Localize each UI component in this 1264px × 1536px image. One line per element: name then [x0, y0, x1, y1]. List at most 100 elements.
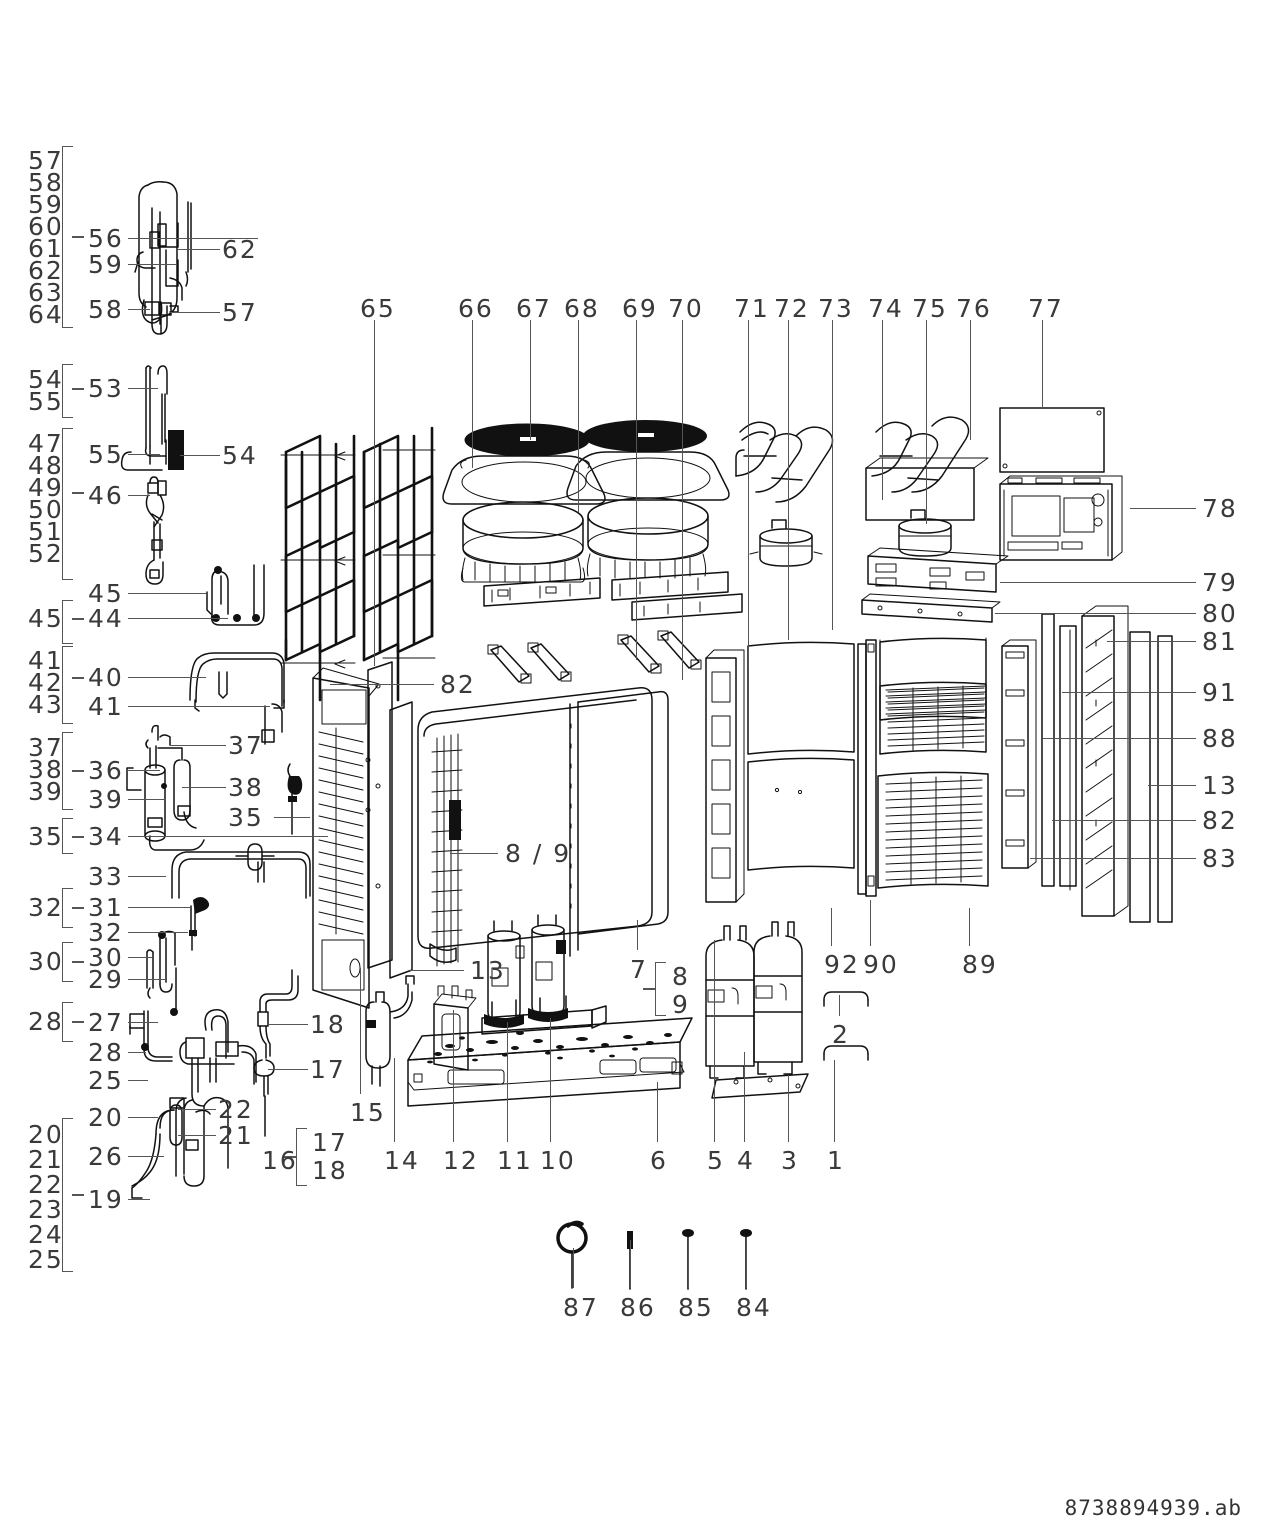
leader-10-bottom [550, 1018, 552, 1142]
bracket-number-35: 35 [28, 822, 64, 851]
leader-15-bottom [360, 968, 362, 1094]
leader-65-top [374, 320, 376, 666]
bracket-number-43: 43 [28, 690, 64, 719]
bracket-number-22: 22 [28, 1170, 64, 1199]
bracket-number-62: 62 [28, 256, 64, 285]
leader-89-bottom [969, 908, 971, 946]
bracket-b5 [62, 646, 73, 724]
bracket-number-21: 21 [28, 1145, 64, 1174]
leader-59 [128, 264, 176, 266]
leader-56 [128, 238, 258, 240]
callout-37: 37 [228, 731, 264, 760]
leader-37 [170, 745, 226, 747]
callout-5-bottom: 5 [707, 1146, 725, 1175]
leader-38 [182, 787, 226, 789]
part-72-motor [749, 519, 823, 567]
bracket-number-50: 50 [28, 495, 64, 524]
part-81-83-right-coil [1069, 605, 1173, 923]
callout-62: 62 [222, 235, 258, 264]
bracket-tick-b2 [72, 388, 84, 390]
bracket-tick-b1 [72, 236, 84, 238]
bracket-b6 [62, 732, 73, 810]
bracket-b9 [62, 942, 73, 982]
bracket-number-45: 45 [28, 604, 64, 633]
callout-40-left: 40 [88, 663, 124, 692]
subbracket-sb7 [655, 962, 666, 1016]
bracket-tick-b6 [72, 770, 84, 772]
callout-83-right: 83 [1202, 844, 1238, 873]
bracket-number-61: 61 [28, 234, 64, 263]
callout-71-top: 71 [734, 294, 770, 323]
part-77-panel [999, 407, 1105, 473]
bracket-b11 [62, 1118, 73, 1272]
part-68-shroud-right [566, 451, 730, 501]
callout-17: 17 [310, 1055, 346, 1084]
leader-79-right [1000, 582, 1196, 584]
part-8-9-coil-cabinet [417, 687, 669, 967]
callout-13-center: 13 [470, 956, 506, 985]
callout-72-top: 72 [774, 294, 810, 323]
bracket-tick-b4 [72, 618, 84, 620]
bracket-tick-b8 [72, 907, 84, 909]
callout-35: 35 [228, 803, 264, 832]
leader-66-top [472, 320, 474, 468]
leader-19 [128, 1199, 150, 1201]
callout-90-bottom: 90 [863, 950, 899, 979]
bracket-number-52: 52 [28, 539, 64, 568]
part-91-post [1001, 639, 1037, 869]
leader-27 [128, 1022, 158, 1024]
leader-7-bottom [637, 920, 639, 950]
leader-90-bottom [870, 900, 872, 946]
leader-57 [170, 312, 220, 314]
leader-21 [178, 1135, 216, 1137]
callout-41-left: 41 [88, 692, 124, 721]
callout-25-left: 25 [88, 1066, 124, 1095]
callout-79-right: 79 [1202, 568, 1238, 597]
part-15-front-panel [312, 667, 380, 1009]
leader-13-center [410, 970, 464, 972]
callout-38: 38 [228, 773, 264, 802]
part-7-panel [705, 649, 745, 903]
bracket-number-51: 51 [28, 517, 64, 546]
part-89-louver-bottom [877, 771, 989, 889]
callout-45-left: 45 [88, 579, 124, 608]
callout-6-bottom: 6 [650, 1146, 668, 1175]
part-87-clamp [556, 1220, 588, 1289]
part-motor-housing-left [460, 501, 586, 583]
leader-72-top [788, 320, 790, 640]
leader-75-top [926, 320, 928, 524]
leader-35 [274, 817, 310, 819]
part-33 [171, 843, 311, 899]
callout-13-right: 13 [1202, 771, 1238, 800]
part-80-rail [861, 593, 1001, 623]
grille-leader-arrows [280, 449, 436, 669]
bracket-number-37: 37 [28, 733, 64, 762]
leader-58 [128, 309, 150, 311]
callout-34-left: 34 [88, 822, 124, 851]
callout-30-left: 30 [88, 943, 124, 972]
bracket-tick-b10 [72, 1021, 84, 1023]
callout-82-center: 82 [440, 670, 476, 699]
leader-30 [128, 957, 152, 959]
bracket-number-57: 57 [28, 146, 64, 175]
leader-82-right [1052, 820, 1196, 822]
subbracket-number-17: 17 [312, 1128, 348, 1157]
callout-75-top: 75 [912, 294, 948, 323]
bracket-number-41: 41 [28, 646, 64, 675]
leader-77-top [1042, 320, 1044, 408]
bracket-b4 [62, 600, 73, 644]
leader-41 [128, 706, 270, 708]
bracket-number-25: 25 [28, 1245, 64, 1274]
leader-22 [178, 1109, 216, 1111]
leader-69-top [636, 320, 638, 660]
leader-36 [128, 770, 160, 772]
bracket-number-64: 64 [28, 300, 64, 329]
part-90b-post [857, 643, 867, 895]
callout-53-left: 53 [88, 374, 124, 403]
callout-15-bottom: 15 [350, 1098, 386, 1127]
part-compressor-base [481, 995, 607, 1035]
subbracket-number-9: 9 [672, 990, 690, 1019]
part-79-plate [867, 547, 1009, 593]
callout-3-bottom: 3 [781, 1146, 799, 1175]
callout-87-fastener: 87 [563, 1293, 599, 1322]
